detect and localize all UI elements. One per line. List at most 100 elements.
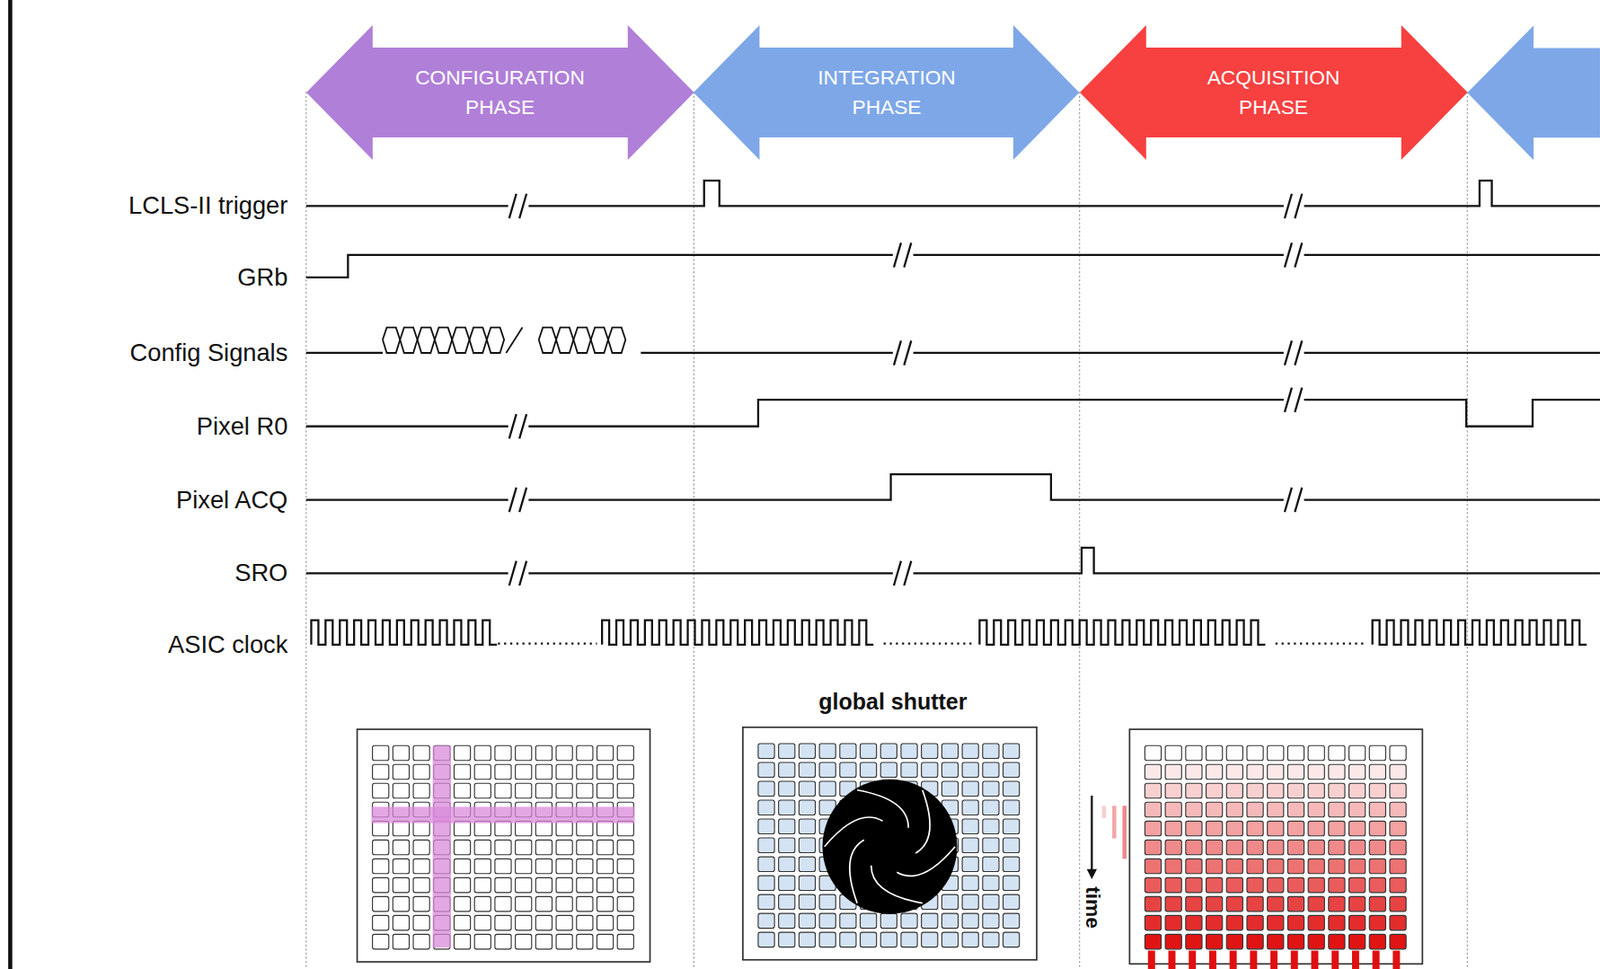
pixel-cell: [474, 745, 491, 761]
pixel-cell: [556, 764, 573, 779]
pixel-cell: [556, 839, 573, 855]
pixel-cell: [778, 838, 796, 853]
time-arrow: [1090, 795, 1093, 876]
pixel-cell: [819, 781, 836, 796]
phase-divider: [1467, 91, 1468, 969]
pixel-cell: [535, 896, 552, 911]
pixel-cell: [1226, 839, 1243, 855]
signal-name: GRb: [237, 263, 288, 292]
pixel-cell: [1246, 896, 1264, 911]
break-mask: [508, 413, 530, 441]
pixel-cell: [1003, 762, 1020, 778]
signal-line: [382, 327, 400, 354]
pixel-cell: [1389, 896, 1406, 911]
pixel-cell: [901, 913, 918, 929]
pixel-cell: [1185, 877, 1203, 893]
pixel-cell: [1389, 802, 1406, 817]
pixel-cell: [1369, 783, 1386, 798]
break-mark: [509, 414, 517, 439]
pixel-cell: [982, 743, 999, 759]
break-mask: [1283, 193, 1305, 221]
signal-name: SRO: [234, 558, 288, 588]
pixel-cell: [941, 894, 958, 910]
signal-name: Config Signals: [130, 338, 289, 368]
pixel-cell: [1308, 745, 1325, 761]
pixel-cell: [556, 858, 573, 874]
pixel-cell: [1206, 858, 1223, 874]
config-column: [433, 745, 451, 948]
pixel-cell: [1287, 745, 1304, 761]
pixel-cell: [880, 932, 897, 947]
pixel-cell: [798, 894, 815, 910]
break-mark: [519, 414, 527, 439]
pixel-cell: [1165, 764, 1182, 779]
pixel-cell: [1226, 934, 1243, 949]
pixel-cell: [860, 743, 877, 759]
pixel-cell: [453, 896, 470, 911]
pixel-cell: [453, 764, 470, 779]
readout-bar: [1148, 951, 1156, 969]
pixel-cell: [1003, 913, 1020, 929]
pixel-cell: [798, 875, 815, 891]
pixel-cell: [372, 821, 389, 836]
pixel-cell: [839, 762, 857, 778]
pixel-cell: [1226, 783, 1243, 798]
pixel-cell: [495, 745, 512, 761]
pixel-cell: [798, 781, 815, 796]
pixel-cell: [392, 783, 409, 798]
pixel-cell: [413, 877, 430, 893]
pixel-cell: [535, 934, 552, 949]
clock-wave: [1372, 620, 1588, 646]
pixel-cell: [1226, 821, 1243, 836]
pixel-cell: [474, 896, 491, 911]
phase-arrow: CONFIGURATION PHASE: [306, 25, 695, 160]
pixel-cell: [495, 858, 512, 874]
pixel-cell: [1226, 745, 1243, 761]
pixel-cell: [1349, 783, 1366, 798]
shutter-blade: [915, 790, 930, 854]
pixel-cell: [1308, 802, 1325, 817]
break-mark: [1284, 242, 1292, 267]
pixel-cell: [941, 932, 958, 947]
pixel-cell: [535, 858, 552, 874]
pixel-cell: [1246, 915, 1264, 930]
pixel-cell: [982, 819, 999, 834]
shift-arrow: [1122, 805, 1127, 859]
break-mark: [1284, 194, 1292, 219]
break-mask: [508, 193, 530, 221]
pixel-cell: [1226, 896, 1243, 911]
signal-line: [306, 255, 1600, 278]
pixel-cell: [1185, 783, 1203, 798]
pixel-cell: [1226, 877, 1243, 893]
pixel-cell: [556, 745, 573, 761]
signal-name: Pixel ACQ: [176, 486, 288, 515]
pixel-cell: [1144, 745, 1161, 761]
pixel-cell: [1349, 764, 1366, 779]
pixel-cell: [1267, 839, 1284, 855]
pixel-cell: [392, 934, 409, 949]
pixel-cell: [921, 932, 938, 947]
break-mask: [1283, 486, 1305, 514]
break-mark: [1294, 194, 1302, 219]
pixel-cell: [413, 896, 430, 911]
pixel-cell: [778, 875, 796, 891]
pixel-cell: [1165, 915, 1182, 930]
pixel-cell: [453, 877, 470, 893]
pixel-cell: [819, 913, 836, 929]
pixel-cell: [880, 913, 897, 929]
pixel-cell: [778, 762, 796, 778]
pixel-cell: [1389, 764, 1406, 779]
break-mark: [1284, 388, 1292, 413]
pixel-cell: [617, 839, 634, 855]
pixel-cell: [839, 743, 857, 759]
pixel-cell: [576, 783, 593, 798]
pixel-cell: [921, 743, 938, 759]
break-mark: [893, 561, 902, 586]
pixel-cell: [576, 858, 593, 874]
pixel-cell: [1267, 745, 1284, 761]
pixel-cell: [1185, 802, 1203, 817]
pixel-cell: [413, 934, 430, 949]
pixel-cell: [962, 762, 979, 778]
pixel-cell: [617, 745, 634, 761]
pixel-cell: [982, 857, 999, 872]
